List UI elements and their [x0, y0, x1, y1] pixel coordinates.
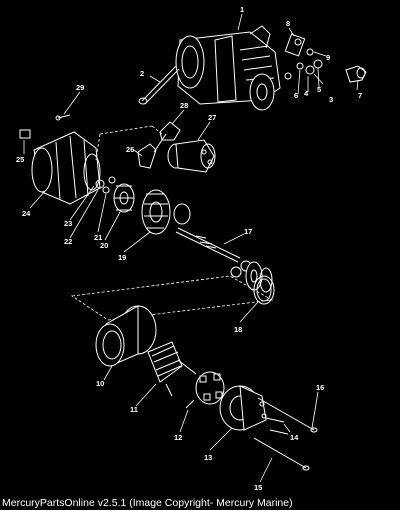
field-frame — [95, 305, 157, 367]
callout-27: 27 — [208, 113, 216, 122]
solenoid — [167, 139, 216, 173]
terminal-hardware — [284, 33, 367, 83]
callout-24: 24 — [22, 209, 31, 218]
callout-10: 10 — [96, 379, 104, 388]
end-cap-bolts — [253, 397, 318, 471]
callout-17: 17 — [244, 227, 252, 236]
callout-11: 11 — [130, 405, 138, 414]
callout-29: 29 — [76, 83, 84, 92]
callout-18: 18 — [234, 325, 242, 334]
armature-shaft — [173, 203, 241, 263]
callout-20: 20 — [100, 241, 108, 250]
callout-14: 14 — [290, 433, 299, 442]
pin — [55, 114, 71, 121]
callout-9: 9 — [326, 53, 330, 62]
drive-pinion — [113, 183, 135, 213]
callout-21: 21 — [94, 233, 102, 242]
callout-5: 5 — [317, 85, 321, 94]
callout-23: 23 — [64, 219, 72, 228]
copyright-footer: MercuryPartsOnline v2.5.1 (Image Copyrig… — [2, 497, 293, 509]
retainer-parts — [95, 176, 116, 194]
brush-holder — [185, 371, 225, 409]
callout-25: 25 — [16, 155, 24, 164]
callout-4: 4 — [304, 89, 309, 98]
starter-assembly — [175, 25, 281, 111]
screws — [265, 417, 289, 435]
shift-lever — [137, 121, 181, 169]
small-bushing — [19, 129, 31, 139]
callout-19: 19 — [118, 253, 126, 262]
overrunning-clutch — [141, 189, 171, 235]
callout-1: 1 — [240, 5, 244, 14]
callout-2: 2 — [140, 69, 144, 78]
callout-28: 28 — [180, 101, 188, 110]
starter-motor-exploded-diagram: 1 2 3 4 5 6 7 8 9 10 11 12 13 14 15 16 1… — [16, 5, 367, 492]
callout-12: 12 — [174, 433, 182, 442]
callout-16: 16 — [316, 383, 324, 392]
callout-15: 15 — [254, 483, 262, 492]
callout-8: 8 — [286, 19, 290, 28]
drive-housing — [31, 131, 101, 205]
armature — [147, 341, 197, 397]
leader-lines — [23, 13, 359, 483]
callout-6: 6 — [294, 91, 298, 100]
thru-bolt — [138, 65, 180, 105]
planetary-gear-set — [230, 260, 273, 293]
callout-7: 7 — [358, 91, 362, 100]
callout-22: 22 — [64, 237, 72, 246]
callout-3: 3 — [329, 95, 333, 104]
commutator-end-cap — [219, 385, 267, 431]
callout-labels: 1 2 3 4 5 6 7 8 9 10 11 12 13 14 15 16 1… — [16, 5, 362, 492]
callout-13: 13 — [204, 453, 212, 462]
callout-26: 26 — [126, 145, 134, 154]
